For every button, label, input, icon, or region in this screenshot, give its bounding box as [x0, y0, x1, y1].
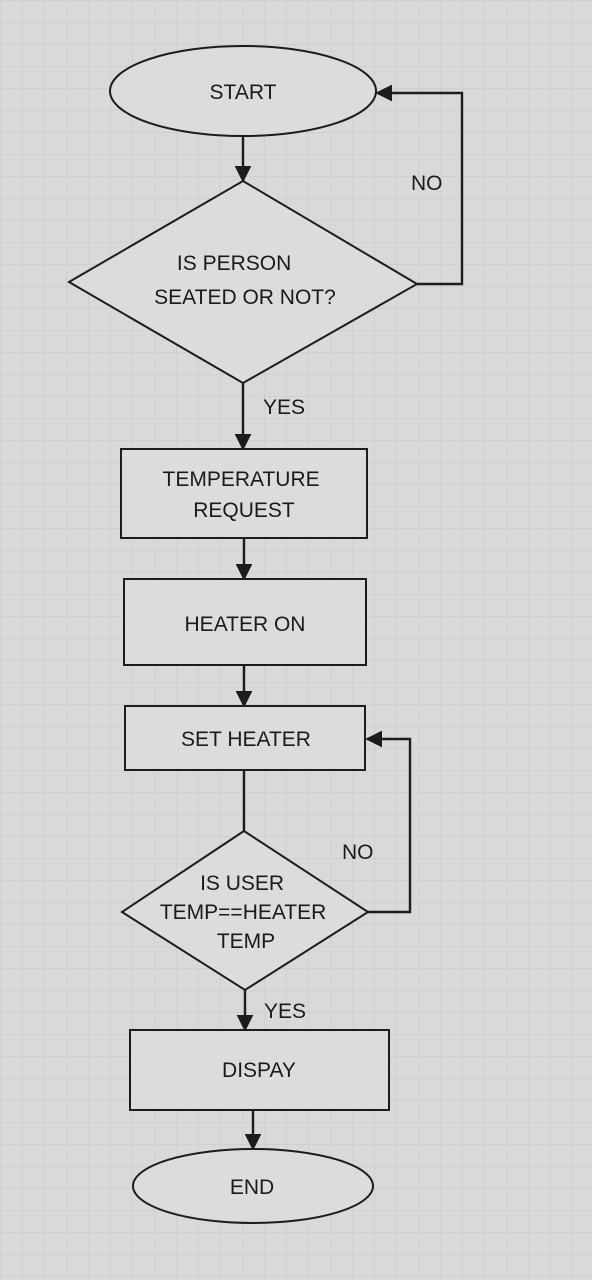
temperature-request-line-1: TEMPERATURE	[163, 468, 320, 491]
node-decision-temp: IS USER TEMP==HEATER TEMP	[120, 829, 370, 992]
start-label: START	[210, 81, 277, 104]
display-box	[129, 1029, 390, 1111]
temp-label-line-1: IS USER	[200, 872, 284, 895]
svg-text:END: END	[230, 1176, 274, 1199]
svg-text:SET HEATER: SET HEATER	[181, 728, 311, 751]
svg-text:IS USER TEMP==HEATER: IS USER TEMP==HEATER TEMP	[160, 872, 332, 953]
heater-on-box	[123, 578, 367, 666]
edge-seated-no-loop	[375, 84, 464, 286]
seated-yes-label: YES	[263, 396, 305, 419]
svg-text:IS PERSON SEATED OR NOT?: IS PERSON SEATED OR NOT?	[154, 252, 336, 309]
node-start: START	[109, 45, 377, 137]
set-heater-label: SET HEATER	[181, 728, 311, 751]
temp-label-line-3: TEMP	[217, 930, 275, 953]
set-heater-box	[124, 705, 366, 771]
seated-decision-shape	[67, 179, 419, 385]
heater-on-label: HEATER ON	[185, 613, 306, 636]
node-temperature-request: TEMPERATURE REQUEST	[120, 448, 368, 539]
svg-text:START: START	[210, 81, 277, 104]
display-label: DISPAY	[222, 1059, 296, 1082]
temp-no-label: NO	[342, 841, 374, 864]
end-label: END	[230, 1176, 274, 1199]
node-end: END	[132, 1148, 374, 1224]
node-heater-on: HEATER ON	[123, 578, 367, 666]
temp-yes-label: YES	[264, 1000, 306, 1023]
seated-no-label: NO	[411, 172, 443, 195]
svg-text:DISPAY: DISPAY	[222, 1059, 296, 1082]
end-terminator-shape	[132, 1148, 374, 1224]
node-set-heater: SET HEATER	[124, 705, 366, 771]
seated-label-line-1: IS PERSON	[177, 252, 291, 275]
svg-text:HEATER ON: HEATER ON	[185, 613, 306, 636]
node-decision-seated: IS PERSON SEATED OR NOT?	[67, 179, 419, 385]
edge-temp-no-loop	[365, 730, 412, 914]
start-terminator-shape	[109, 45, 377, 137]
node-display: DISPAY	[129, 1029, 390, 1111]
svg-text:TEMPERATURE REQUEST: TEMPERATURE REQUEST	[163, 468, 326, 522]
temp-label-line-2: TEMP==HEATER	[160, 901, 326, 924]
seated-label-line-2: SEATED OR NOT?	[154, 286, 336, 309]
temperature-request-line-2: REQUEST	[193, 499, 295, 522]
temp-decision-shape	[120, 829, 370, 992]
edges	[234, 84, 464, 1151]
temperature-request-box	[120, 448, 368, 539]
